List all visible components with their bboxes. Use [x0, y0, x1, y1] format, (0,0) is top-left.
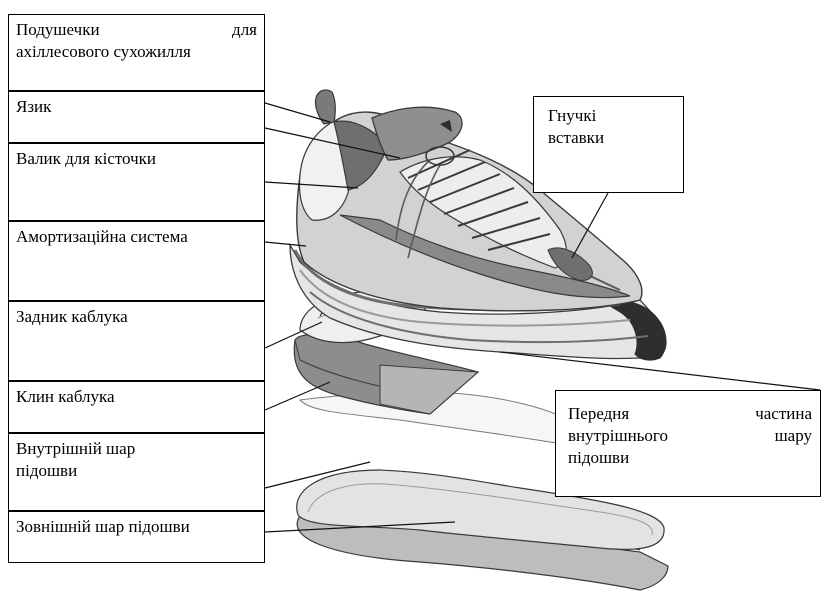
label-heel-wedge-text: Клин каблука: [16, 386, 257, 408]
label-achilles-pads-line2: ахіллесового сухожилля: [16, 41, 257, 63]
label-front-inner-sole-word1: Передня: [568, 403, 629, 425]
label-heel-counter: Задник каблука: [8, 301, 265, 381]
label-inner-sole-layer-line2: підошви: [16, 460, 257, 482]
label-front-inner-sole-line2: внутрішнього шару: [568, 425, 812, 447]
label-achilles-pads: Подушечки для ахіллесового сухожилля: [8, 14, 265, 91]
label-tongue-text: Язик: [16, 96, 257, 118]
label-front-inner-sole-word3: внутрішнього: [568, 425, 668, 447]
label-flexible-inserts-line2: вставки: [548, 127, 669, 149]
label-heel-wedge: Клин каблука: [8, 381, 265, 433]
label-outer-sole-layer-text: Зовнішній шар підошви: [16, 516, 257, 538]
label-front-inner-sole-line3: підошви: [568, 447, 812, 469]
label-front-inner-sole-word4: шару: [775, 425, 812, 447]
label-outer-sole-layer: Зовнішній шар підошви: [8, 511, 265, 563]
label-achilles-pads-word1: Подушечки: [16, 19, 100, 41]
label-ankle-roll-text: Валик для кісточки: [16, 148, 257, 170]
label-front-inner-sole-word2: частина: [755, 403, 812, 425]
label-flexible-inserts: Гнучкі вставки: [533, 96, 684, 193]
label-front-inner-sole: Передня частина внутрішнього шару підошв…: [555, 390, 821, 497]
label-cushioning-system-text: Амортизаційна система: [16, 226, 257, 248]
label-heel-counter-text: Задник каблука: [16, 306, 257, 328]
label-cushioning-system: Амортизаційна система: [8, 221, 265, 301]
label-achilles-pads-word2: для: [232, 19, 257, 41]
label-ankle-roll: Валик для кісточки: [8, 143, 265, 221]
label-flexible-inserts-line1: Гнучкі: [548, 105, 669, 127]
label-inner-sole-layer-line1: Внутрішній шар: [16, 438, 257, 460]
label-front-inner-sole-line1: Передня частина: [568, 403, 812, 425]
label-achilles-pads-line1: Подушечки для: [16, 19, 257, 41]
label-inner-sole-layer: Внутрішній шар підошви: [8, 433, 265, 511]
label-tongue: Язик: [8, 91, 265, 143]
